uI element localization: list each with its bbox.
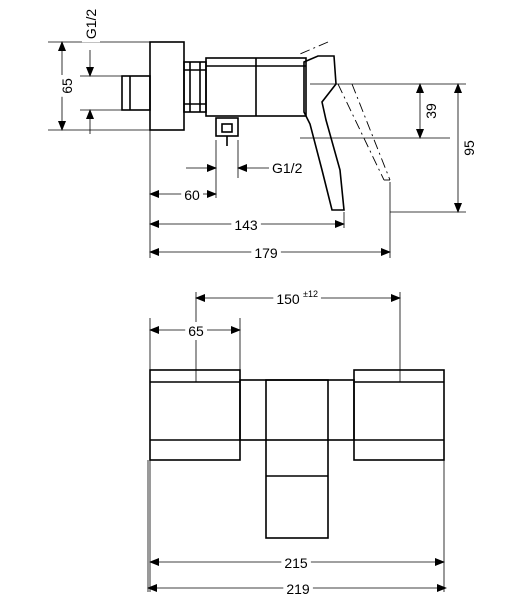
front-left-cap bbox=[149, 369, 241, 461]
dim-centers: 150 bbox=[276, 291, 300, 307]
side-mixer-body bbox=[205, 57, 307, 117]
dim-depth-60: 60 bbox=[184, 187, 200, 203]
dim-height-65: 65 bbox=[59, 78, 75, 94]
side-connector-nut bbox=[183, 61, 207, 113]
dim-height-95: 95 bbox=[461, 140, 477, 156]
dim-thread-top: G1/2 bbox=[83, 9, 99, 40]
side-wall-plate bbox=[149, 41, 185, 131]
side-lever-handle bbox=[303, 55, 345, 211]
dim-width-219: 219 bbox=[286, 581, 310, 597]
front-lever bbox=[265, 379, 329, 539]
front-view: 150 ±12 65 215 219 bbox=[147, 288, 447, 598]
dim-depth-179: 179 bbox=[254, 245, 278, 261]
front-right-cap bbox=[353, 369, 445, 461]
dim-centers-tolerance: ±12 bbox=[303, 289, 318, 299]
dim-width-215: 215 bbox=[284, 555, 308, 571]
side-inlet-pipe bbox=[121, 75, 151, 111]
dim-depth-143: 143 bbox=[234, 217, 258, 233]
side-lever-swing-paths bbox=[299, 41, 391, 181]
dim-height-39: 39 bbox=[423, 103, 439, 119]
dim-width-65: 65 bbox=[188, 323, 204, 339]
side-outlet bbox=[215, 117, 239, 146]
dim-thread-bottom: G1/2 bbox=[272, 160, 303, 176]
front-mixer-body bbox=[239, 379, 355, 441]
side-view: 65 G1/2 39 95 G1/2 60 143 179 bbox=[48, 5, 478, 262]
